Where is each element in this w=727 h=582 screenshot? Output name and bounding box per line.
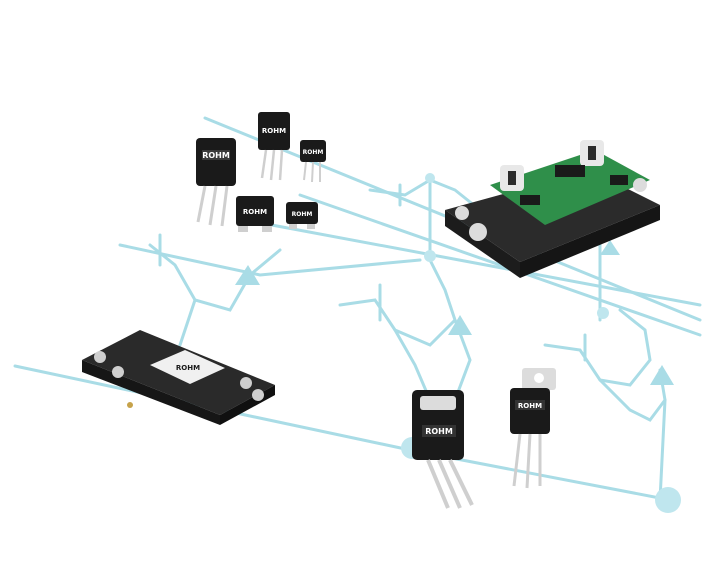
logo-rohm-5: ROHM [292, 211, 313, 218]
lower-bus-wire [298, 193, 702, 337]
diode-mid [448, 315, 472, 335]
mid-switch-wire [338, 258, 457, 347]
power-module-with-driver-board [445, 140, 660, 278]
smd-package-2: ROHM [286, 202, 318, 229]
right-vertical-wire [658, 398, 667, 502]
mid-bus-wire [243, 218, 702, 307]
diode-right [650, 365, 674, 385]
left-drop-wire [178, 298, 197, 347]
right-drop-wire [598, 368, 667, 422]
node-mid [424, 250, 436, 262]
logo-rohm-1: ROHM [202, 151, 230, 160]
discrete-package-1: ROHM [196, 138, 236, 227]
node-top [425, 173, 435, 183]
right-switch-wire [543, 308, 652, 387]
mid-drop-wire [393, 328, 432, 402]
main-bus-wire [13, 364, 672, 502]
discrete-package-3: ROHM [300, 140, 326, 183]
logo-rohm-2: ROHM [262, 127, 286, 135]
discrete-package-large-2: ROHM [510, 368, 556, 489]
smd-package-1: ROHM [236, 196, 274, 232]
left-gate-wire [118, 243, 422, 277]
large-igbt-module: ROHM [82, 330, 275, 425]
node-bottom-right [655, 487, 681, 513]
diode-top-right [600, 240, 620, 255]
diode-left [235, 265, 260, 285]
discrete-package-2: ROHM [258, 112, 290, 181]
left-switch-wire [148, 243, 282, 312]
diode-symbols [235, 240, 674, 385]
discrete-package-large-1: ROHM [412, 390, 474, 509]
node-right [597, 307, 609, 319]
logo-rohm-6: ROHM [425, 427, 453, 436]
logo-rohm-4: ROHM [243, 208, 267, 216]
logo-rohm-3: ROHM [303, 149, 324, 156]
logo-rohm-module: ROHM [176, 364, 200, 372]
logo-rohm-7: ROHM [518, 402, 542, 410]
